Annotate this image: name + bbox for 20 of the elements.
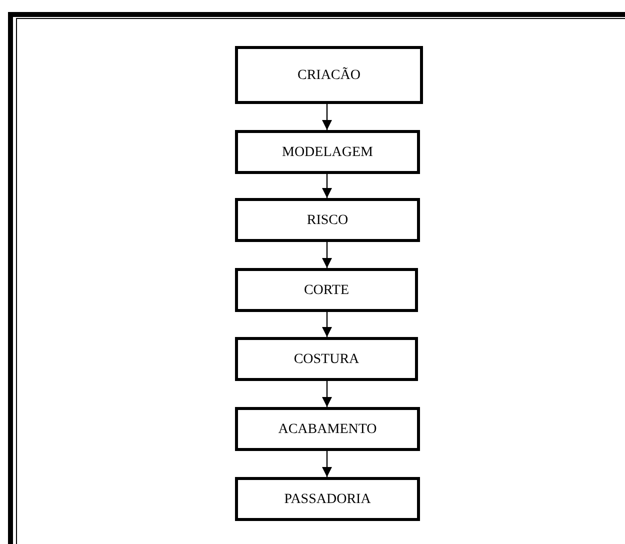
arrow bbox=[322, 381, 332, 407]
step-label: PASSADORIA bbox=[284, 490, 371, 508]
step-label: ACABAMENTO bbox=[278, 420, 377, 438]
process-box bbox=[235, 198, 420, 242]
step-label: CRIACÃO bbox=[297, 66, 360, 84]
step-label: CORTE bbox=[304, 282, 350, 300]
process-box bbox=[235, 46, 423, 104]
arrow bbox=[322, 312, 332, 337]
process-box bbox=[235, 268, 418, 312]
process-box bbox=[235, 477, 420, 521]
arrow bbox=[322, 174, 332, 198]
arrow bbox=[322, 104, 332, 130]
process-box bbox=[235, 130, 420, 174]
step-label: RISCO bbox=[306, 212, 348, 230]
arrow bbox=[322, 242, 332, 268]
step-label: COSTURA bbox=[294, 350, 360, 368]
process-box bbox=[235, 337, 418, 381]
process-box bbox=[235, 407, 420, 451]
arrow bbox=[322, 451, 332, 477]
step-label: MODELAGEM bbox=[282, 144, 373, 162]
